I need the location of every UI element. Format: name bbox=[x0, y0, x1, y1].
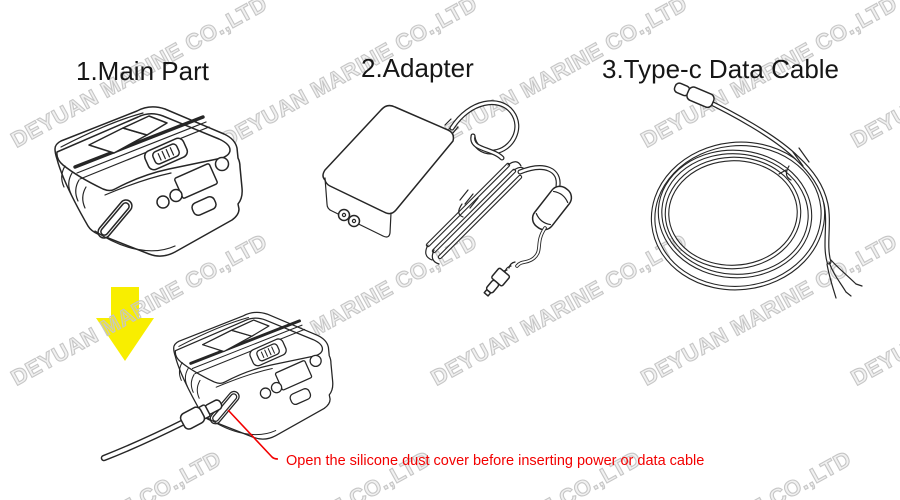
section-title-main-part: 1.Main Part bbox=[76, 56, 209, 86]
bare-wire-ends bbox=[826, 259, 863, 299]
usb-connector-illustration bbox=[100, 399, 223, 462]
type-c-plug-tip bbox=[179, 399, 223, 430]
cable-coil bbox=[650, 141, 826, 291]
typec-cable-illustration bbox=[650, 82, 863, 299]
ferrite-bead bbox=[531, 185, 573, 231]
dc-plug bbox=[483, 267, 511, 297]
annotation-pointer-line bbox=[227, 409, 279, 460]
power-adapter-illustration bbox=[322, 100, 573, 297]
cable-bundle bbox=[425, 161, 527, 265]
printer-1-illustration bbox=[53, 105, 244, 258]
down-arrow-icon bbox=[96, 287, 154, 361]
figure8-inlet bbox=[337, 208, 351, 222]
section-title-adapter: 2.Adapter bbox=[361, 53, 474, 83]
section-title-typec-cable: 3.Type-c Data Cable bbox=[602, 54, 840, 84]
annotation-text: Open the silicone dust cover before inse… bbox=[286, 453, 705, 469]
figure8-inlet bbox=[347, 214, 361, 228]
cable-tie bbox=[778, 147, 810, 181]
type-c-connector bbox=[673, 82, 715, 109]
